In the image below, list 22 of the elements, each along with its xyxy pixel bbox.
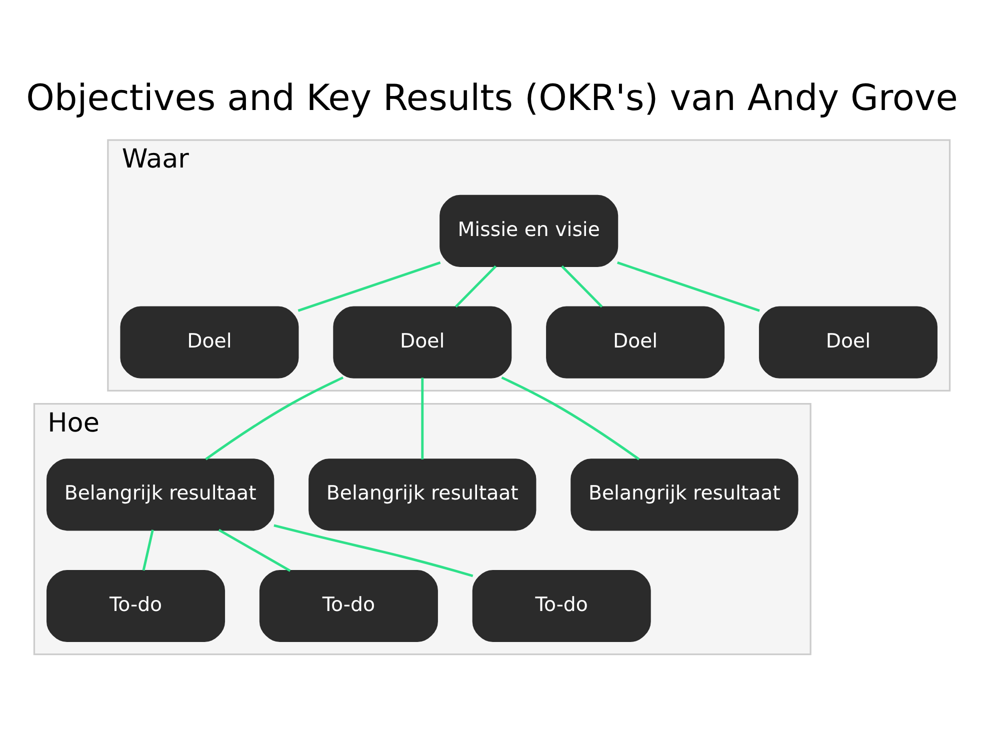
node-box: Doel	[333, 306, 512, 378]
connector	[274, 524, 474, 578]
diagram-title: Objectives and Key Results (OKR's) van Andy Grove	[26, 78, 958, 119]
connector	[617, 261, 760, 312]
connector	[298, 261, 441, 312]
connector	[205, 376, 344, 460]
node-box: To-do	[472, 570, 651, 642]
node-box: Missie en visie	[440, 194, 618, 267]
connector	[501, 376, 640, 460]
node-box: To-do	[46, 570, 226, 642]
node-box: Belangrijk resultaat	[308, 458, 536, 531]
connector	[421, 378, 424, 460]
node-box: Doel	[758, 306, 938, 378]
connector	[561, 265, 603, 308]
node-box: To-do	[259, 570, 438, 642]
node-box: Belangrijk resultaat	[570, 458, 798, 531]
connector	[218, 528, 291, 572]
connector	[142, 530, 154, 571]
node-box: Belangrijk resultaat	[46, 458, 274, 531]
connector	[454, 265, 497, 308]
node-box: Doel	[120, 306, 299, 378]
node-box: Doel	[546, 306, 725, 378]
